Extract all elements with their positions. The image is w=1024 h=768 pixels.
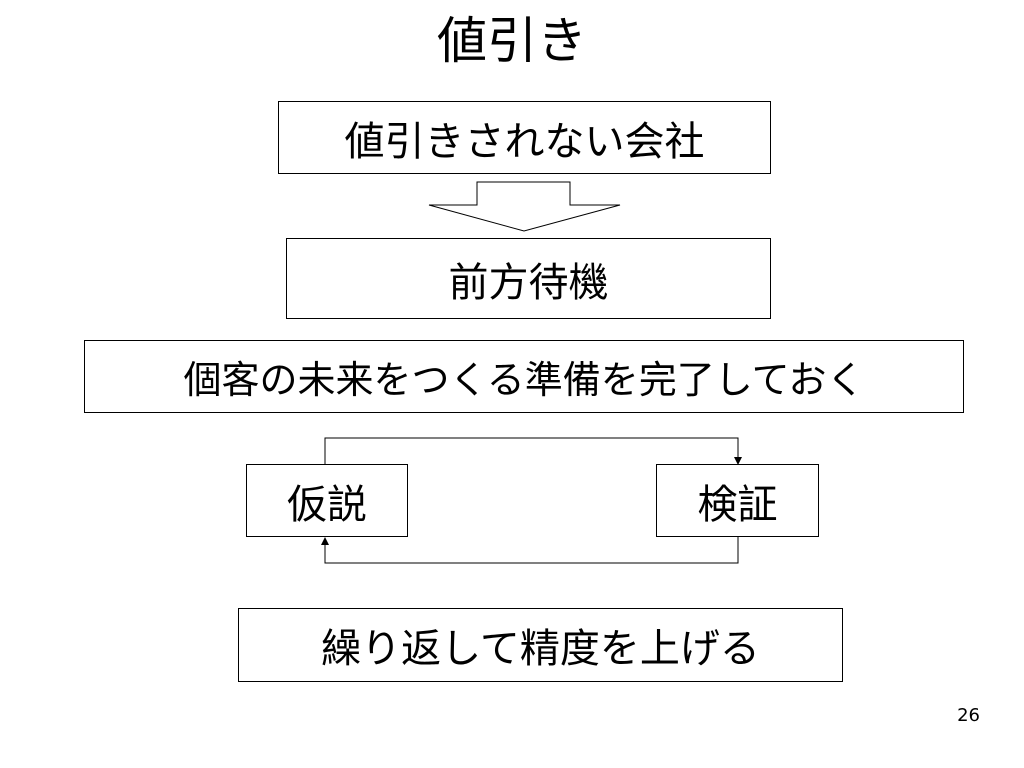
slide-title: 値引き bbox=[437, 12, 587, 70]
arrowhead-into-verification bbox=[734, 457, 742, 465]
box-front-standby: 前方待機 bbox=[286, 238, 771, 319]
box-hypothesis: 仮説 bbox=[246, 464, 408, 537]
box-verification: 検証 bbox=[656, 464, 819, 537]
page-number: 26 bbox=[957, 705, 980, 726]
box-no-discount-company: 値引きされない会社 bbox=[278, 101, 771, 174]
loop-arrow-hypothesis-to-verification bbox=[324, 437, 739, 464]
loop-arrow-verification-to-hypothesis bbox=[324, 537, 739, 564]
box-label: 値引きされない会社 bbox=[344, 118, 705, 165]
box-label: 前方待機 bbox=[448, 259, 609, 306]
box-label: 個客の未来をつくる準備を完了しておく bbox=[183, 358, 865, 402]
box-label: 検証 bbox=[697, 481, 778, 528]
box-repeat-precision: 繰り返して精度を上げる bbox=[238, 608, 843, 682]
down-block-arrow bbox=[428, 181, 621, 232]
box-label: 繰り返して精度を上げる bbox=[321, 626, 760, 672]
arrowhead-into-hypothesis bbox=[321, 537, 329, 545]
box-label: 仮説 bbox=[287, 481, 367, 528]
box-prepare-future: 個客の未来をつくる準備を完了しておく bbox=[84, 340, 964, 413]
